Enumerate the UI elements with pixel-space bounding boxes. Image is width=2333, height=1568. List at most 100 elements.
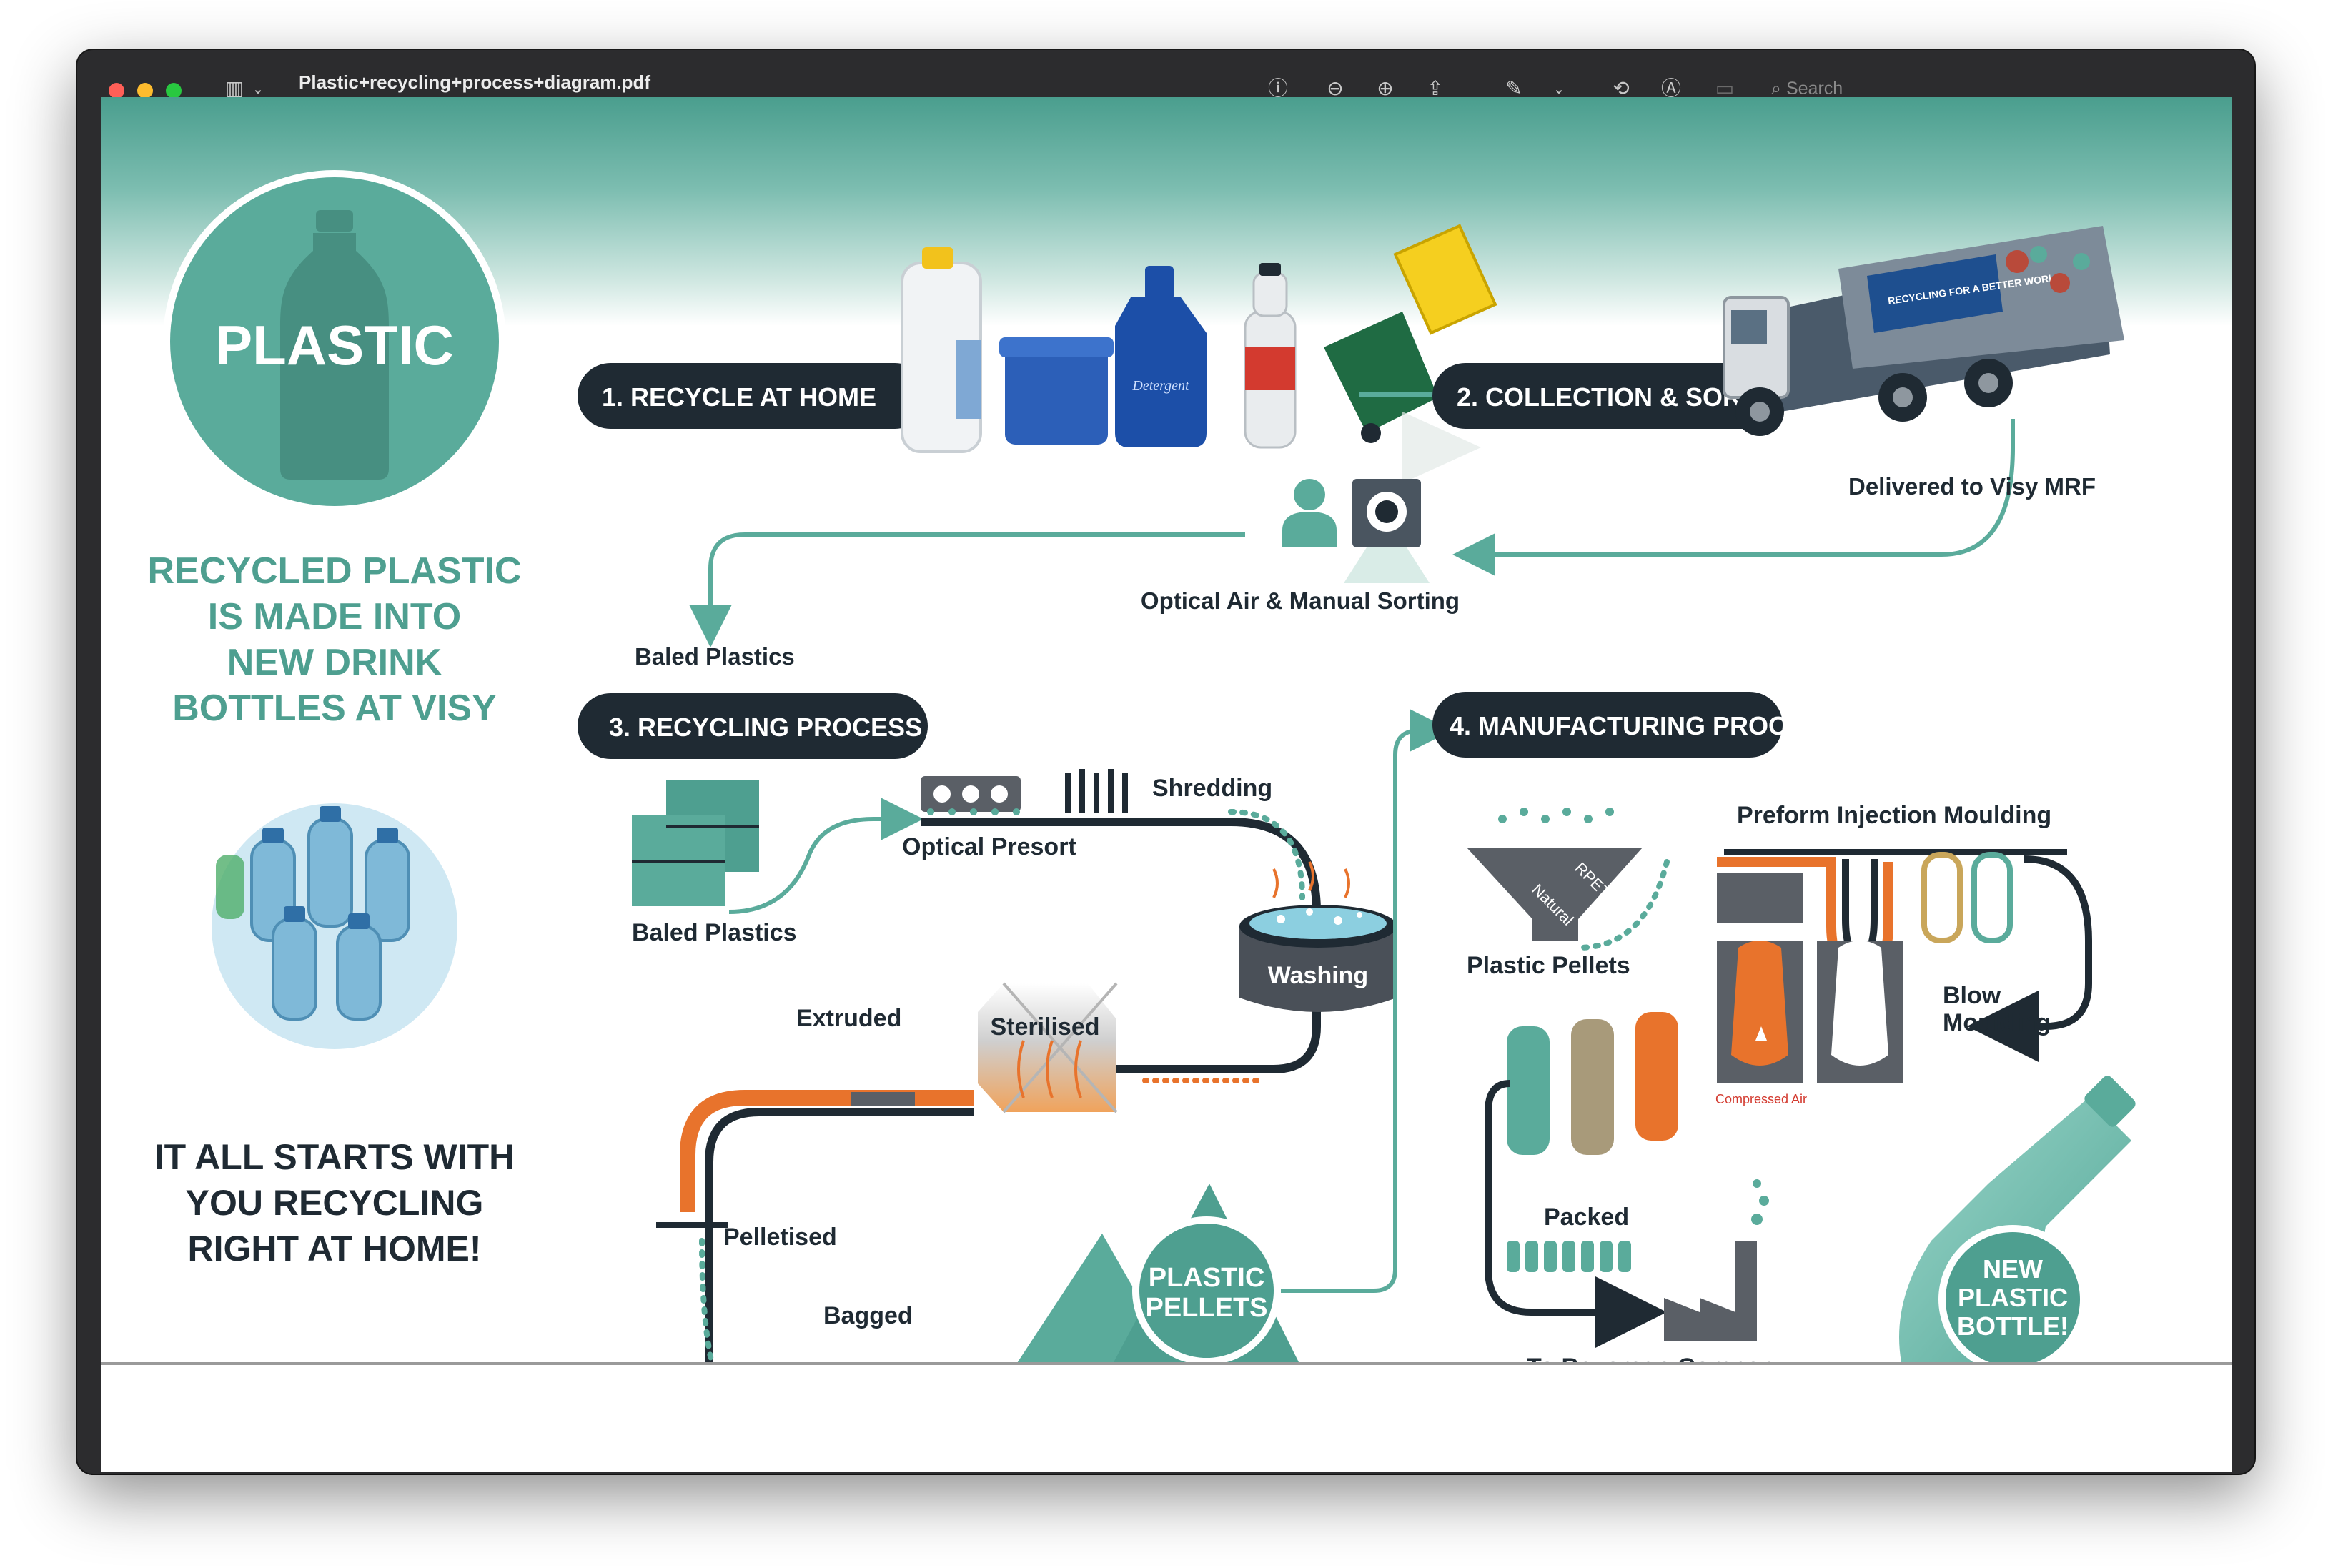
flow-arrow [728, 798, 923, 914]
zoom-window-button[interactable] [166, 83, 182, 99]
blow-moulding-label: Moulding [1943, 1009, 2051, 1036]
washing-label: Washing [1268, 962, 1368, 989]
headline-line: RECYCLED PLASTIC [148, 550, 522, 592]
tagline-line: RIGHT AT HOME! [187, 1229, 481, 1269]
soda-bottle-icon [1244, 263, 1297, 449]
delivered-label: Delivered to Visy MRF [1848, 473, 2096, 500]
flow-arrow [689, 532, 1245, 647]
flow-arrow [1967, 855, 2092, 1062]
optical-scanner-icon [1344, 479, 1430, 583]
step4-label: 4. MANUFACTURING PROCESS [1450, 711, 1838, 740]
bottle-silhouette-icon [280, 210, 389, 480]
tagline-line: YOU RECYCLING [186, 1183, 484, 1223]
flow-arrow [1452, 419, 2015, 576]
recycling-infographic: PLASTIC RECYCLED PLASTIC IS MADE INTO NE… [148, 170, 2136, 1376]
pellet-dots [1575, 859, 1670, 951]
tagline-line: IT ALL STARTS WITH [154, 1137, 515, 1177]
plastic-pellets-label: Plastic Pellets [1467, 952, 1630, 979]
extruder-strand [680, 1090, 974, 1212]
factory-icon [1664, 1179, 1769, 1341]
sidebar-icon[interactable]: ▥ [224, 76, 244, 100]
packed-label: Packed [1544, 1204, 1629, 1231]
headline-line: BOTTLES AT VISY [172, 688, 497, 729]
baled-plastics-top-label: Baled Plastics [635, 643, 795, 670]
blow-moulding-label: Blow [1943, 982, 2001, 1009]
pdf-page: PLASTIC RECYCLED PLASTIC IS MADE INTO NE… [101, 97, 2232, 1376]
shredding-label: Shredding [1152, 775, 1272, 802]
presort-flakes [927, 808, 1020, 815]
extruder-screw-icon [851, 1092, 915, 1106]
flow-arrow [1281, 709, 1452, 1293]
viewer-empty-area [101, 1376, 2232, 1472]
bottle-stages-icon [1507, 1012, 1678, 1155]
document-title: Plastic+recycling+process+diagram.pdf [299, 71, 651, 93]
bagged-label: Bagged [823, 1302, 913, 1329]
new-bottle-badge-line: PLASTIC [1958, 1283, 2068, 1312]
new-bottle-badge [1946, 1232, 2080, 1366]
info-icon[interactable]: ⓘ [1267, 76, 1288, 100]
sterilised-label: Sterilised [990, 1013, 1099, 1041]
title-bar: ▥ ⌄ Plastic+recycling+process+diagram.pd… [77, 50, 2254, 100]
detergent-label: Detergent [1131, 378, 1189, 394]
pellets-badge [1139, 1224, 1274, 1358]
zoom-in-icon[interactable]: ⊕ [1377, 76, 1394, 100]
sterilisation-chamber-icon [978, 982, 1118, 1113]
optical-presort-label: Optical Presort [902, 833, 1076, 860]
new-bottle-badge-line: NEW [1983, 1254, 2043, 1284]
bottles-photo [212, 803, 457, 1049]
step1-pill [578, 363, 928, 429]
share-icon[interactable]: ⇪ [1427, 76, 1444, 100]
step1-label: 1. RECYCLE AT HOME [602, 382, 876, 412]
conveyor-belt [705, 1108, 974, 1376]
flow-arrow [1485, 1080, 1667, 1348]
page-bottom-edge [101, 1362, 2232, 1376]
compressed-air-label: Compressed Air [1715, 1092, 1807, 1106]
close-window-button[interactable] [109, 83, 124, 99]
pelletised-label: Pelletised [723, 1224, 837, 1251]
search-field[interactable]: ⌕ Search [1771, 76, 2029, 101]
tagline: IT ALL STARTS WITH YOU RECYCLING RIGHT A… [154, 1137, 515, 1269]
pencil-icon[interactable]: ✎ [1505, 76, 1522, 100]
minimize-window-button[interactable] [137, 83, 153, 99]
headline-line: IS MADE INTO [208, 596, 461, 637]
recycling-bin-icon [1324, 224, 1497, 443]
zoom-out-icon[interactable]: ⊖ [1327, 76, 1344, 100]
step4-pill [1432, 692, 1783, 758]
new-bottle-badge-line: BOTTLE! [1957, 1311, 2069, 1341]
baled-plastics-label: Baled Plastics [632, 919, 797, 946]
step3-pill [578, 693, 928, 759]
preform-label: Preform Injection Moulding [1737, 802, 2051, 829]
blow-mould-icon [1717, 941, 1903, 1083]
detergent-bottle-icon: Detergent [1115, 266, 1207, 447]
step3-label: 3. RECYCLING PROCESS [609, 713, 922, 742]
baled-plastics-icon [632, 780, 759, 906]
pellets-badge-line: PELLETS [1145, 1293, 1267, 1323]
rotate-icon[interactable]: ⟲ [1613, 76, 1630, 100]
plastic-badge-label: PLASTIC [215, 314, 454, 377]
worker-icon [1282, 479, 1337, 547]
step2-pill [1432, 363, 1780, 429]
recycling-truck-icon: RECYCLING FOR A BETTER WORLD [1723, 226, 2124, 436]
pellet-dots [1228, 809, 1305, 900]
optical-sorting-label: Optical Air & Manual Sorting [1141, 587, 1460, 614]
milk-jug-icon [901, 247, 982, 453]
extruded-label: Extruded [796, 1005, 901, 1032]
chevron-down-icon[interactable]: ⌄ [1552, 80, 1565, 97]
optical-presort-machine-icon [921, 776, 1021, 812]
pellet-hopper-icon: Natural RPET [1467, 808, 1643, 941]
headline: RECYCLED PLASTIC IS MADE INTO NEW DRINK … [148, 550, 522, 729]
markup-icon[interactable]: Ⓐ [1660, 76, 1681, 100]
bin-shadow [1402, 412, 1481, 483]
washing-tank-icon [1239, 861, 1397, 1012]
preform-tubes-icon [1921, 852, 2013, 943]
shredder-blades-icon [1065, 769, 1128, 813]
packed-bottles-icon [1507, 1241, 1631, 1272]
search-placeholder: Search [1785, 79, 1843, 99]
form-icon[interactable]: ▭ [1715, 76, 1735, 100]
food-container-icon [999, 337, 1114, 445]
pellets-badge-line: PLASTIC [1149, 1263, 1265, 1293]
chevron-down-icon[interactable]: ⌄ [252, 80, 264, 97]
search-icon: ⌕ [1771, 78, 1782, 99]
headline-line: NEW DRINK [227, 642, 442, 683]
pellet-dots [699, 1238, 718, 1376]
